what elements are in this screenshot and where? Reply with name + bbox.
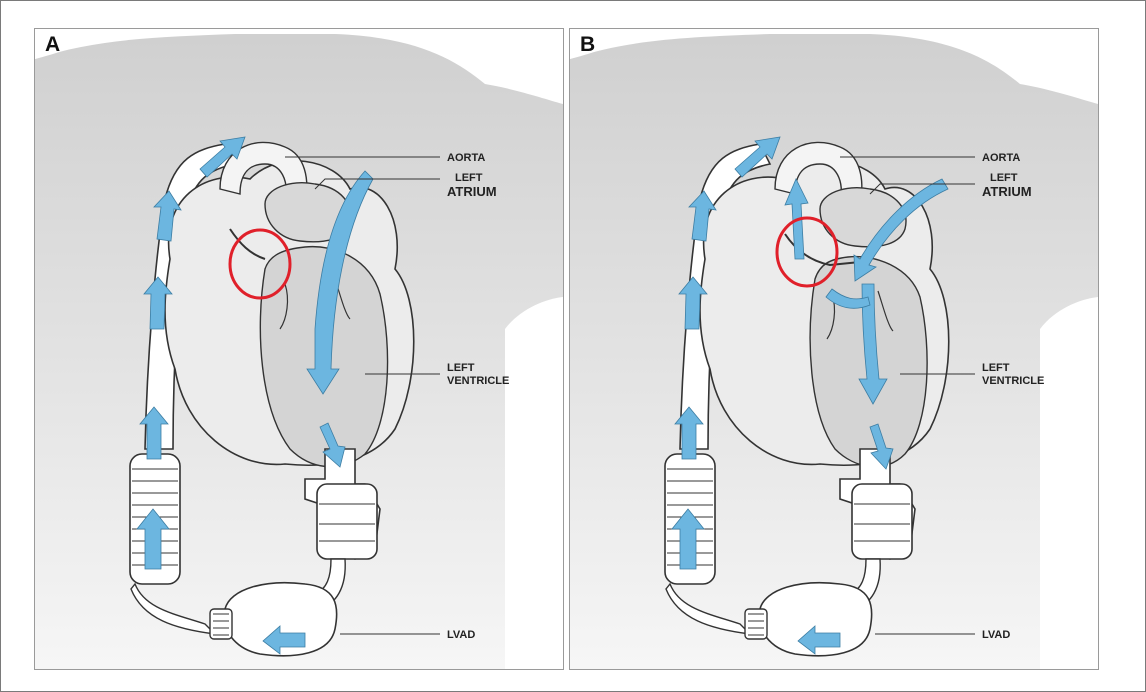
label-left-ventricle-2: VENTRICLE xyxy=(982,375,1044,387)
label-left-atrium-2: ATRIUM xyxy=(447,184,497,199)
panel-label-a: A xyxy=(45,33,60,57)
label-aorta: AORTA xyxy=(982,152,1020,164)
label-left-ventricle-2: VENTRICLE xyxy=(447,375,509,387)
label-left-atrium-2: ATRIUM xyxy=(982,184,1032,199)
panel-b: AORTA LEFT ATRIUM LEFT VENTRICLE LVAD B xyxy=(569,28,1099,670)
label-left-ventricle-1: LEFT xyxy=(447,362,475,374)
label-left-atrium-1: LEFT xyxy=(455,172,483,184)
label-left-ventricle-1: LEFT xyxy=(982,362,1010,374)
panel-label-b: B xyxy=(580,33,595,57)
label-aorta: AORTA xyxy=(447,152,485,164)
lvad-diagram-b: AORTA LEFT ATRIUM LEFT VENTRICLE LVAD xyxy=(570,29,1098,669)
lvad-diagram-a: AORTA LEFT ATRIUM LEFT VENTRICLE LVAD xyxy=(35,29,563,669)
label-lvad: LVAD xyxy=(982,629,1010,641)
panel-a: AORTA LEFT ATRIUM LEFT VENTRICLE LVAD A xyxy=(34,28,564,670)
label-left-atrium-1: LEFT xyxy=(990,172,1018,184)
label-lvad: LVAD xyxy=(447,629,475,641)
